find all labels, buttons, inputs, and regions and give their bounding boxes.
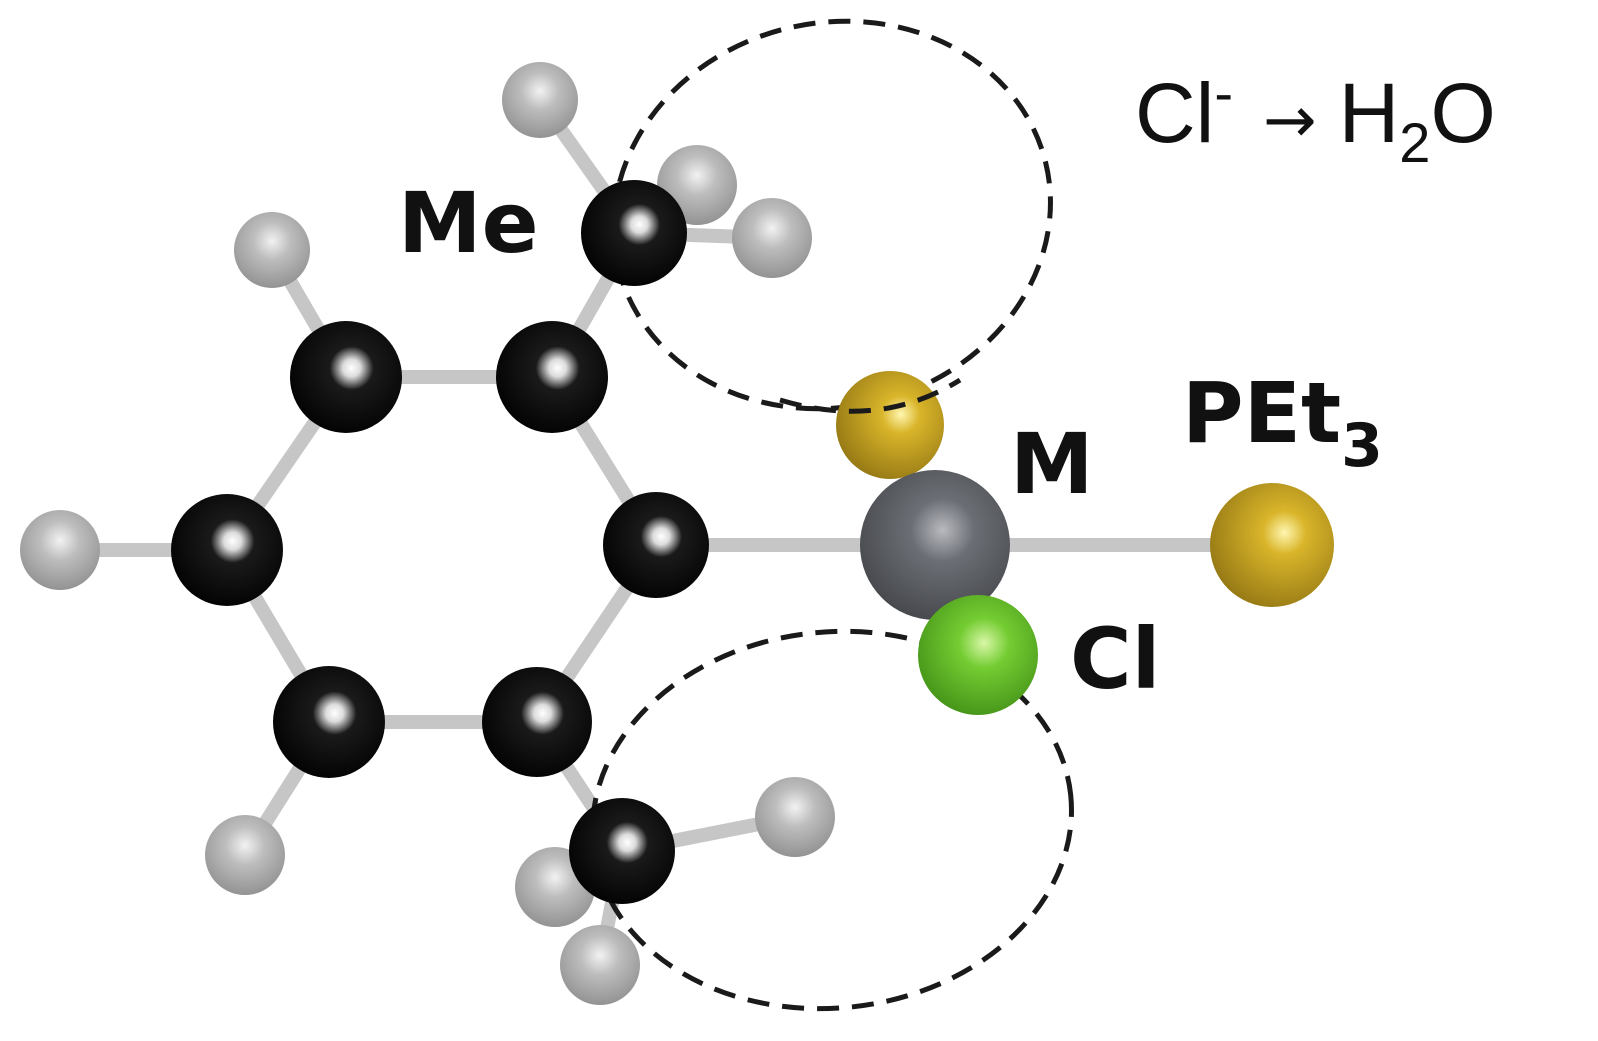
metal-atom <box>860 470 1010 620</box>
hydrogen-atom <box>502 62 578 138</box>
reaction-arrow: → <box>1263 84 1317 158</box>
carbon-layer <box>171 180 709 904</box>
hydrogen-atom <box>205 815 285 895</box>
hydrogen-atom <box>732 198 812 278</box>
reaction-right-o: O <box>1430 66 1495 160</box>
carbon-atom <box>290 321 402 433</box>
carbon-atom <box>273 666 385 778</box>
reaction-left-superscript: - <box>1214 61 1233 124</box>
hydrogen-atom <box>20 510 100 590</box>
hydrogen-atom <box>755 777 835 857</box>
phosphine-label-subscript: 3 <box>1341 411 1383 481</box>
reaction-label: Cl-→ H2O <box>1135 61 1496 174</box>
carbon-atom <box>496 321 608 433</box>
hydrogen-atom <box>560 925 640 1005</box>
reaction-right-h: H <box>1339 66 1400 160</box>
methyl-carbon-bottom <box>569 798 675 904</box>
phosphorus-atom-top <box>836 371 944 479</box>
hydrogen-layer <box>20 62 835 1005</box>
carbon-atom <box>603 492 709 598</box>
reaction-left: Cl <box>1135 66 1214 160</box>
phosphorus-atom-right <box>1210 483 1334 607</box>
methyl-carbon-top <box>581 180 687 286</box>
carbon-atom <box>482 667 592 777</box>
metal-label: M <box>1010 415 1094 513</box>
reaction-right-subscript: 2 <box>1399 111 1430 174</box>
carbon-atom <box>171 494 283 606</box>
phosphine-label: PEt3 <box>1182 364 1383 481</box>
chloride-label: Cl <box>1070 610 1160 708</box>
methyl-label: Me <box>398 174 539 272</box>
chlorine-atom <box>918 595 1038 715</box>
hydrogen-atom <box>234 212 310 288</box>
phosphine-label-main: PEt <box>1182 364 1341 462</box>
